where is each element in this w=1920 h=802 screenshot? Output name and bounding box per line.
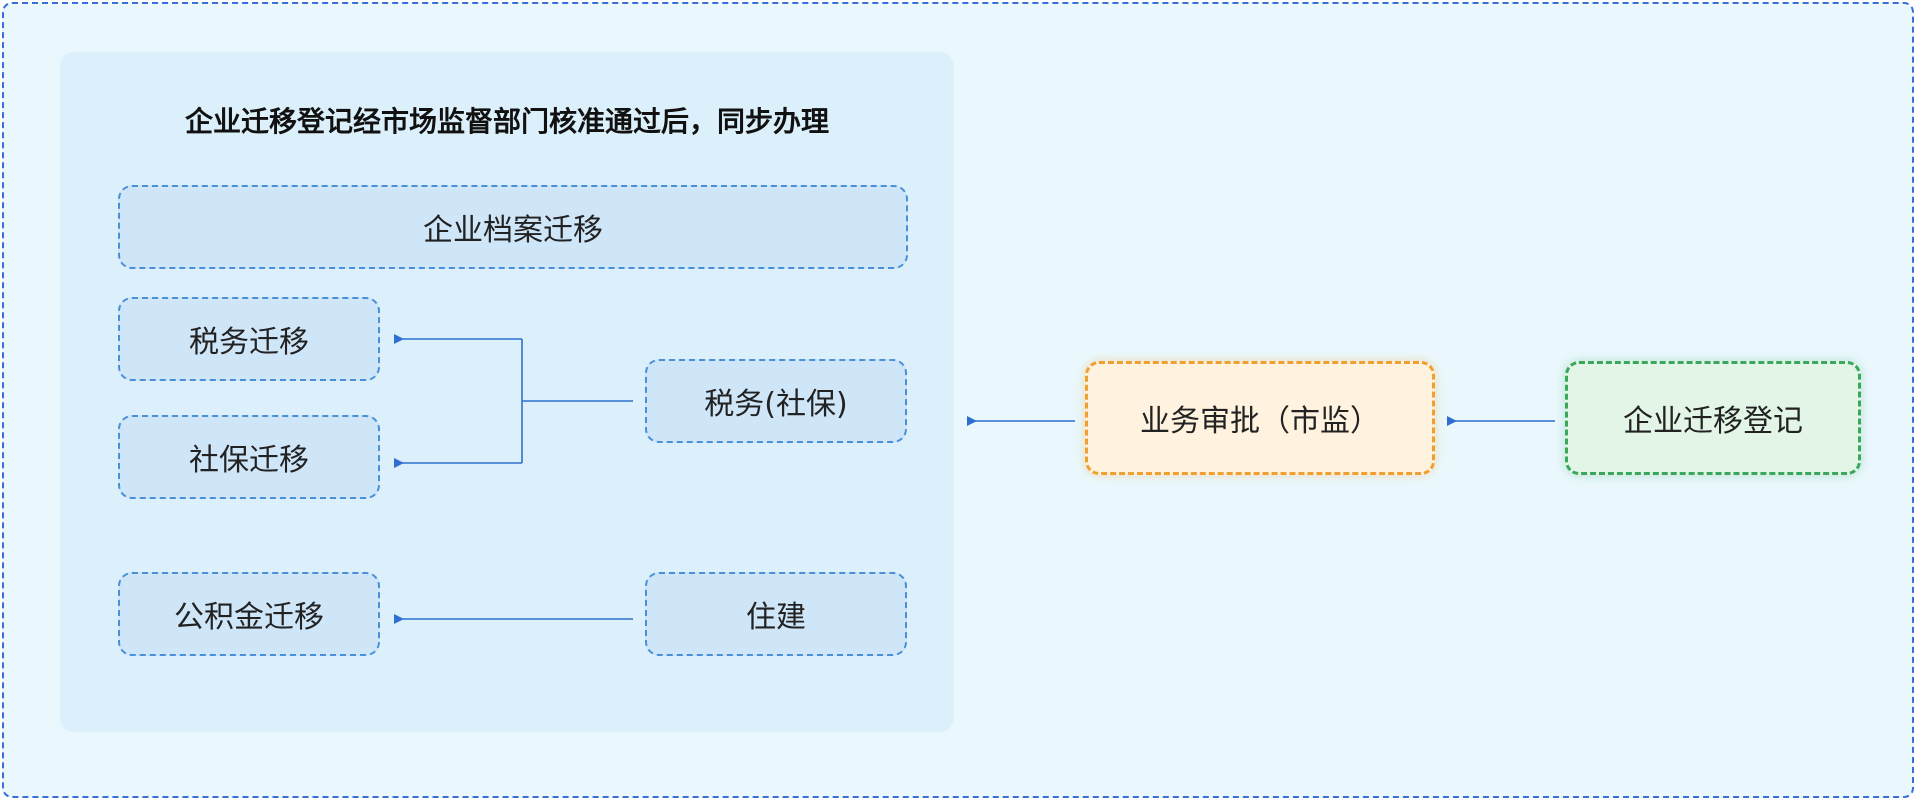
fund-migration-node[interactable]: 公积金迁移 <box>118 572 380 656</box>
tax-social-node[interactable]: 税务(社保) <box>645 359 907 443</box>
approval-node[interactable]: 业务审批（市监） <box>1085 361 1435 475</box>
tax-migration-node[interactable]: 税务迁移 <box>118 297 380 381</box>
social-migration-node[interactable]: 社保迁移 <box>118 415 380 499</box>
housing-node[interactable]: 住建 <box>645 572 907 656</box>
registration-node[interactable]: 企业迁移登记 <box>1565 361 1861 475</box>
archive-migration-node[interactable]: 企业档案迁移 <box>118 185 908 269</box>
panel-title: 企业迁移登记经市场监督部门核准通过后，同步办理 <box>184 105 829 138</box>
